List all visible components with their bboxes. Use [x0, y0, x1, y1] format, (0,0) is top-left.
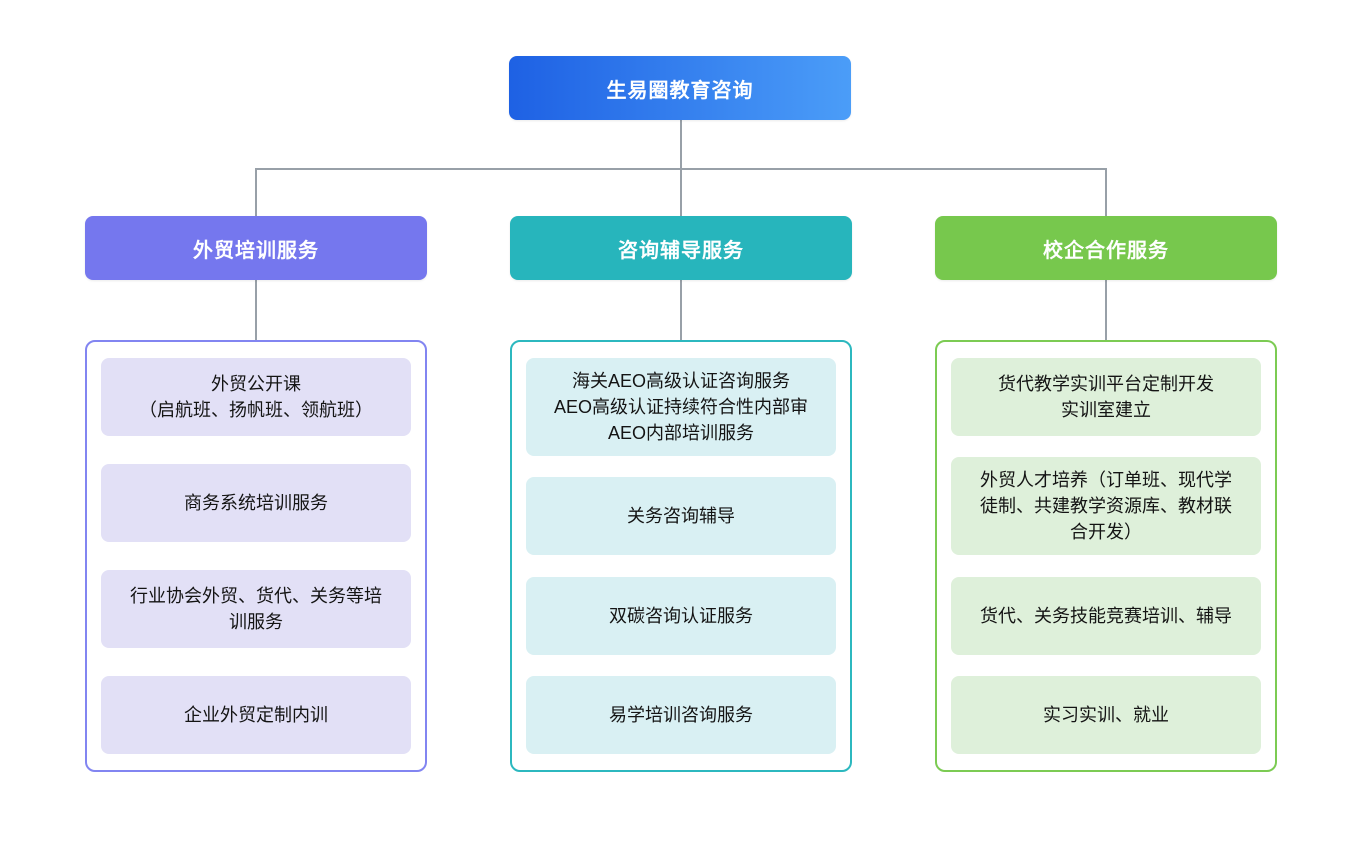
- branch-foreign-trade-training: 外贸培训服务 外贸公开课 （启航班、扬帆班、领航班） 商务系统培训服务行业协会外贸…: [85, 216, 427, 772]
- branch-item: 企业外贸定制内训: [101, 676, 411, 754]
- branch-header-school-enterprise-cooperation: 校企合作服务: [935, 216, 1277, 280]
- branch-item: 行业协会外贸、货代、关务等培训服务: [101, 570, 411, 648]
- connector-root-stem: [680, 120, 682, 170]
- connector-stem-left: [255, 280, 257, 340]
- connector-stem-right: [1105, 280, 1107, 340]
- connector-drop-right: [1105, 168, 1107, 216]
- root-node: 生易圈教育咨询: [509, 56, 851, 120]
- branch-consulting-coaching: 咨询辅导服务 海关AEO高级认证咨询服务 AEO高级认证持续符合性内部审 AEO…: [510, 216, 852, 772]
- branch-item: 外贸公开课 （启航班、扬帆班、领航班）: [101, 358, 411, 436]
- branch-item: 外贸人才培养（订单班、现代学徒制、共建教学资源库、教材联合开发）: [951, 457, 1261, 556]
- branch-item: 易学培训咨询服务: [526, 675, 836, 754]
- connector-drop-left: [255, 168, 257, 216]
- branch-item: 货代教学实训平台定制开发 实训室建立: [951, 358, 1261, 436]
- branch-item: 商务系统培训服务: [101, 464, 411, 542]
- branch-item: 双碳咨询认证服务: [526, 576, 836, 655]
- branch-group-consulting-coaching: 海关AEO高级认证咨询服务 AEO高级认证持续符合性内部审 AEO内部培训服务关…: [510, 340, 852, 772]
- connector-stem-mid: [680, 280, 682, 340]
- branch-school-enterprise-cooperation: 校企合作服务 货代教学实训平台定制开发 实训室建立外贸人才培养（订单班、现代学徒…: [935, 216, 1277, 772]
- connector-drop-mid: [680, 168, 682, 216]
- branch-item: 货代、关务技能竞赛培训、辅导: [951, 576, 1261, 655]
- branch-item: 实习实训、就业: [951, 675, 1261, 754]
- branch-item: 海关AEO高级认证咨询服务 AEO高级认证持续符合性内部审 AEO内部培训服务: [526, 358, 836, 456]
- branch-group-school-enterprise-cooperation: 货代教学实训平台定制开发 实训室建立外贸人才培养（订单班、现代学徒制、共建教学资…: [935, 340, 1277, 772]
- branch-header-consulting-coaching: 咨询辅导服务: [510, 216, 852, 280]
- branch-header-foreign-trade-training: 外贸培训服务: [85, 216, 427, 280]
- branch-group-foreign-trade-training: 外贸公开课 （启航班、扬帆班、领航班） 商务系统培训服务行业协会外贸、货代、关务等…: [85, 340, 427, 772]
- branch-item: 关务咨询辅导: [526, 477, 836, 556]
